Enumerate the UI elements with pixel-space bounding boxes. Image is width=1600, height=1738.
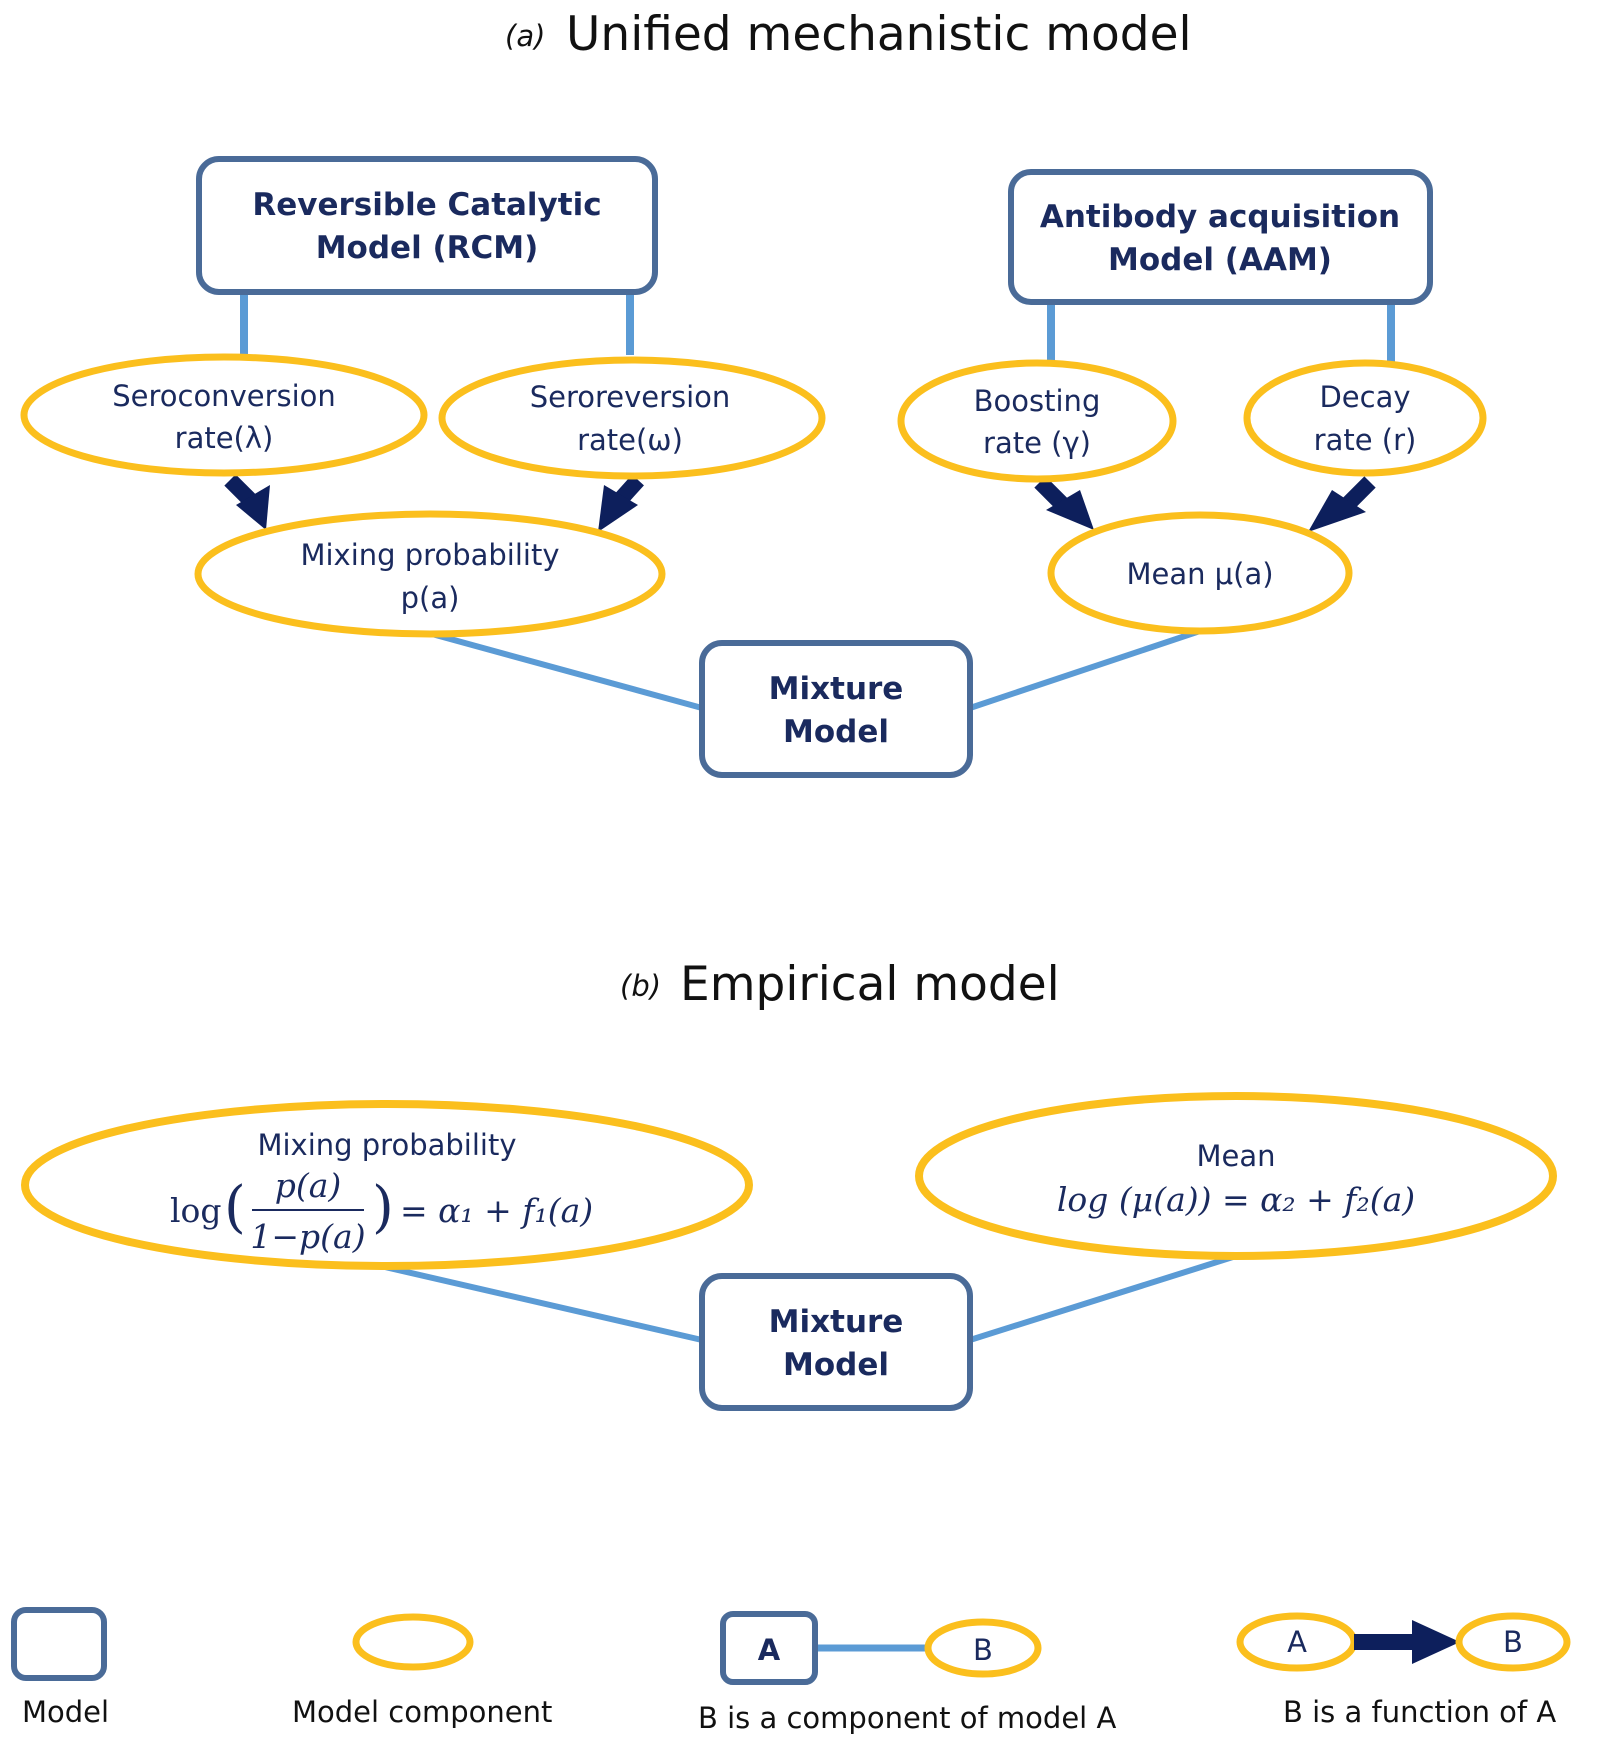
panel-a-letter: (a)	[505, 19, 545, 53]
aam-label-line2: Model (AAM)	[1108, 242, 1332, 278]
boosting-line1: Boosting	[974, 384, 1101, 418]
mean-oval-a: Mean μ(a)	[1047, 511, 1353, 635]
mixture-model-box-b: Mixture Model	[699, 1273, 973, 1411]
legend-fn-b-label: B	[1503, 1625, 1523, 1659]
mixing-b-rhs: = α₁ + f₁(a)	[400, 1191, 593, 1230]
mixing-to-mixture-line-b	[384, 1264, 703, 1343]
boosting-oval: Boosting rate (γ)	[897, 359, 1177, 483]
mixing-a-line1: Mixing probability	[300, 538, 559, 572]
mixing-b-numerator: p(a)	[275, 1166, 342, 1205]
rcm-label-line1: Reversible Catalytic	[252, 187, 601, 223]
panel-b-letter: (b)	[620, 969, 661, 1003]
seroreversion-line2: rate(ω)	[577, 423, 683, 457]
mean-to-mixture-line	[969, 628, 1201, 711]
boosting-to-mean-arrow	[1034, 476, 1094, 530]
panel-b: (b) Empirical model Mixing probability l…	[21, 957, 1557, 1411]
legend-component-of: A B B is a component of model A	[698, 1611, 1116, 1735]
legend-fn-b-oval	[1455, 1612, 1571, 1672]
legend-node-b-label: B	[973, 1633, 993, 1667]
legend-node-a-label: A	[758, 1633, 781, 1667]
mean-to-mixture-line-b	[969, 1253, 1237, 1343]
mean-a-line1: Mean μ(a)	[1126, 557, 1273, 591]
mixing-probability-oval-a: Mixing probability p(a)	[194, 510, 666, 638]
rcm-label-line2: Model (RCM)	[316, 230, 539, 266]
mixture-model-box-a: Mixture Model	[699, 640, 973, 778]
mixture-b-line2: Model	[783, 1347, 889, 1383]
seroconversion-to-mixing-arrow	[224, 474, 270, 530]
legend-node-a-box	[720, 1611, 818, 1685]
mean-b-line2: log (μ(a)) = α₂ + f₂(a)	[1057, 1180, 1415, 1219]
seroconversion-line2: rate(λ)	[175, 421, 274, 455]
decay-oval: Decay rate (r)	[1243, 359, 1487, 477]
boosting-line2: rate (γ)	[983, 426, 1091, 460]
legend-component-of-label: B is a component of model A	[698, 1701, 1116, 1735]
legend-function-of: A B B is a function of A	[1236, 1612, 1571, 1729]
panel-b-title: Empirical model	[680, 957, 1060, 1012]
mixture-a-line1: Mixture	[769, 671, 904, 707]
legend-function-arrow	[1354, 1620, 1460, 1664]
mixing-b-denominator: 1−p(a)	[250, 1217, 365, 1256]
mean-oval-b: Mean log (μ(a)) = α₂ + f₂(a)	[915, 1092, 1557, 1260]
decay-line1: Decay	[1319, 380, 1410, 414]
legend-component-label: Model component	[292, 1695, 552, 1729]
decay-to-mean-arrow	[1308, 476, 1376, 532]
aam-label-line1: Antibody acquisition	[1040, 199, 1400, 235]
legend-component-oval	[352, 1613, 474, 1671]
aam-box: Antibody acquisition Model (AAM)	[1008, 169, 1433, 305]
mixing-probability-oval-b: Mixing probability log ( p(a) 1−p(a) ) =…	[21, 1100, 753, 1270]
mixing-to-mixture-line	[431, 631, 703, 711]
mixture-a-line2: Model	[783, 714, 889, 750]
seroconversion-oval: Seroconversion rate(λ)	[20, 353, 428, 477]
seroconversion-line1: Seroconversion	[112, 379, 336, 413]
mixing-a-line2: p(a)	[401, 581, 460, 615]
legend-model-box	[11, 1607, 107, 1681]
mixture-b-line1: Mixture	[769, 1304, 904, 1340]
mixing-b-line1: Mixing probability	[257, 1128, 516, 1162]
panel-a-title: Unified mechanistic model	[566, 7, 1192, 62]
mixing-b-right-paren: )	[372, 1175, 394, 1240]
seroreversion-to-mixing-arrow	[598, 474, 644, 532]
legend-function-of-label: B is a function of A	[1283, 1695, 1556, 1729]
legend-model-label: Model	[22, 1695, 109, 1729]
panel-a: (a) Unified mechanistic model Reve	[20, 7, 1487, 778]
seroreversion-line1: Seroreversion	[530, 380, 731, 414]
decay-line2: rate (r)	[1314, 423, 1417, 457]
legend: Model Model component A B B is a compone…	[11, 1607, 1571, 1735]
legend-model: Model	[11, 1607, 109, 1729]
legend-fn-a-label: A	[1287, 1625, 1307, 1659]
legend-component: Model component	[292, 1613, 552, 1729]
mixing-b-left-paren: (	[224, 1175, 246, 1240]
mixing-b-log: log	[170, 1191, 222, 1230]
rcm-box: Reversible Catalytic Model (RCM)	[196, 156, 658, 295]
seroreversion-oval: Seroreversion rate(ω)	[438, 356, 826, 480]
mean-b-line1: Mean	[1196, 1139, 1275, 1173]
legend-node-b-oval	[924, 1618, 1042, 1678]
